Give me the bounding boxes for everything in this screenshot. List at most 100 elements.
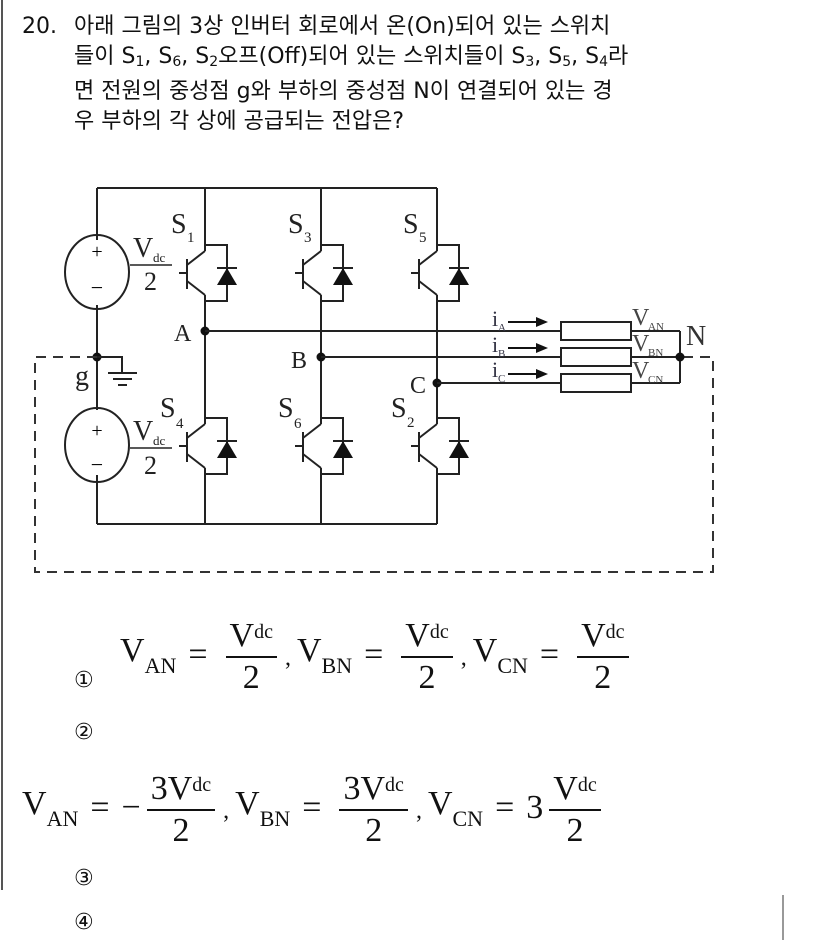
svg-text:dc: dc: [153, 433, 166, 448]
svg-text:A: A: [498, 322, 506, 334]
minus-sign: −: [121, 789, 141, 826]
svg-text:S: S: [278, 393, 294, 424]
svg-text:2: 2: [144, 451, 157, 480]
svg-text:V: V: [632, 305, 650, 331]
svg-text:+: +: [91, 241, 102, 263]
term-lhs: VBN: [235, 784, 291, 831]
svg-text:−: −: [91, 452, 103, 477]
comma: ,: [284, 645, 291, 671]
term-lhs: VAN: [22, 784, 79, 831]
text-part: , S: [181, 44, 210, 69]
svg-text:i: i: [492, 306, 498, 331]
text-part: , S: [144, 44, 173, 69]
svg-text:i: i: [492, 357, 498, 382]
svg-text:V: V: [632, 331, 650, 357]
svg-text:g: g: [75, 361, 89, 392]
dc-source-upper: + − V dc 2: [64, 233, 172, 310]
subscript: 2: [209, 54, 219, 70]
subscript: 4: [599, 54, 609, 70]
question-line-2: 들이 S1, S6, S2오프(Off)되어 있는 스위치들이 S3, S5, …: [74, 42, 804, 77]
svg-text:5: 5: [419, 230, 427, 246]
subscript: 6: [172, 54, 182, 70]
svg-text:B: B: [498, 348, 505, 360]
svg-text:1: 1: [187, 230, 195, 246]
equals-sign: =: [302, 789, 322, 826]
leg-c: C: [410, 188, 470, 524]
ground-node-g: g: [75, 352, 137, 392]
svg-text:C: C: [498, 373, 505, 385]
text-part: , S: [571, 44, 600, 69]
right-border: [782, 895, 784, 940]
comma: ,: [223, 798, 230, 824]
text-part: 오프(Off)되어 있는 스위치들이 S: [218, 44, 526, 69]
svg-text:V: V: [133, 233, 153, 264]
leg-b: B: [291, 188, 354, 524]
svg-text:S: S: [288, 209, 304, 240]
term-lhs: VCN: [472, 631, 528, 678]
svg-text:CN: CN: [648, 374, 663, 386]
svg-text:+: +: [91, 420, 102, 442]
svg-text:S: S: [171, 209, 187, 240]
svg-text:A: A: [174, 321, 192, 347]
equals-sign: =: [364, 636, 384, 673]
question-line-4: 우 부하의 각 상에 공급되는 전압은?: [74, 109, 405, 134]
svg-text:−: −: [91, 275, 103, 300]
question-line-1: 아래 그림의 3상 인버터 회로에서 온(On)되어 있는 스위치: [74, 14, 611, 39]
dc-source-lower: + − V dc 2: [64, 407, 172, 483]
term-lhs: VCN: [427, 784, 484, 831]
option-3-marker[interactable]: ③: [74, 866, 94, 891]
term-lhs: VBN: [296, 631, 353, 678]
inverter-circuit-diagram: + − V dc 2 + − V dc 2 g A: [34, 187, 714, 573]
load-resistors: [560, 321, 685, 393]
svg-text:AN: AN: [648, 321, 664, 333]
phase-lines: [205, 330, 561, 384]
svg-text:6: 6: [294, 416, 302, 432]
comma: ,: [415, 798, 422, 824]
leg-a: A: [174, 188, 238, 524]
svg-text:V: V: [632, 358, 650, 384]
neutral-connection-dashed: [34, 356, 714, 573]
svg-text:N: N: [686, 321, 706, 352]
question-number: 20.: [22, 14, 57, 39]
subscript: 1: [135, 54, 145, 70]
svg-text:C: C: [410, 373, 426, 399]
svg-text:dc: dc: [153, 250, 166, 265]
svg-text:V: V: [133, 416, 153, 447]
svg-text:S: S: [403, 209, 419, 240]
left-border: [1, 0, 3, 890]
question-text: 아래 그림의 3상 인버터 회로에서 온(On)되어 있는 스위치 들이 S1,…: [74, 12, 804, 137]
svg-text:BN: BN: [648, 347, 663, 359]
equals-sign: =: [539, 636, 560, 673]
svg-text:3: 3: [304, 230, 312, 246]
question-line-3: 면 전원의 중성점 g와 부하의 중성점 N이 연결되어 있는 경: [74, 79, 613, 104]
option-4-marker[interactable]: ④: [74, 910, 94, 935]
text-part: , S: [534, 44, 563, 69]
subscript: 3: [525, 54, 535, 70]
svg-text:4: 4: [176, 416, 184, 432]
load-voltage-labels: VAN VBN VCN N: [632, 305, 706, 386]
svg-text:2: 2: [144, 267, 157, 296]
term-lhs: VAN: [120, 631, 177, 678]
option-2-marker[interactable]: ②: [74, 720, 94, 745]
svg-text:S: S: [391, 393, 407, 424]
text-part: 들이 S: [74, 44, 136, 69]
svg-text:i: i: [492, 332, 498, 357]
coefficient: 3: [526, 789, 544, 826]
equals-sign: =: [90, 789, 110, 826]
text-part: 라: [608, 44, 629, 69]
option-1-marker[interactable]: ①: [74, 668, 94, 693]
svg-text:S: S: [160, 393, 176, 424]
equals-sign: =: [495, 789, 515, 826]
equals-sign: =: [188, 636, 208, 673]
subscript: 5: [562, 54, 572, 70]
